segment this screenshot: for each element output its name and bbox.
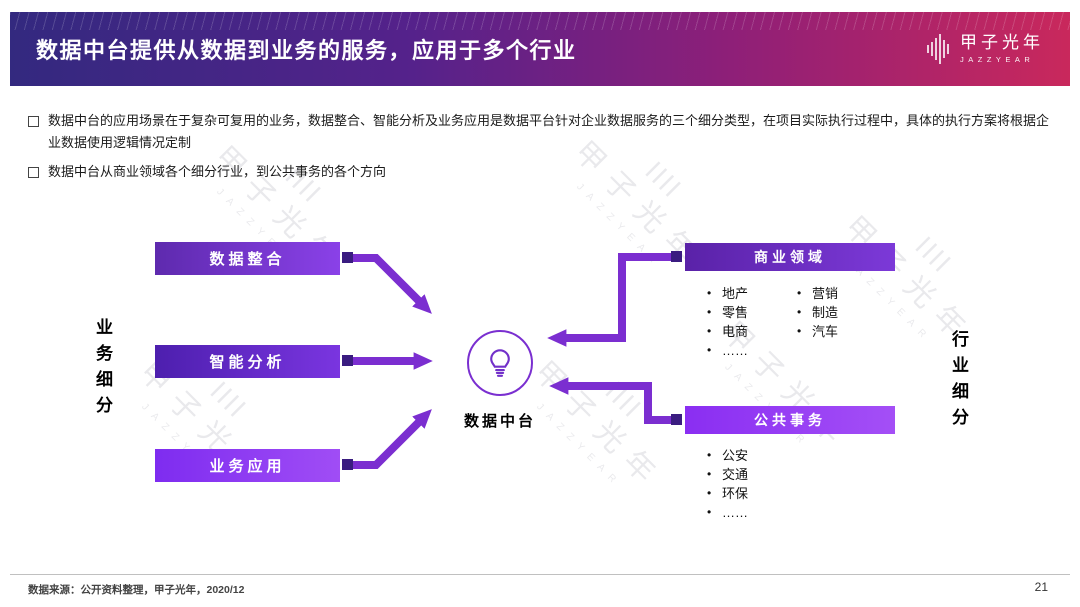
list-item: 营销 <box>795 286 838 301</box>
list-item: 交通 <box>705 467 748 482</box>
logo-subname: JAZZYEAR <box>960 55 1035 65</box>
public-affairs-list: 公安 交通 环保 …… <box>705 448 748 524</box>
box-data-integration: 数据整合 <box>155 242 340 275</box>
list-item: 制造 <box>795 305 838 320</box>
logo-text: 甲子光年 JAZZYEAR <box>960 32 1044 65</box>
page-title: 数据中台提供从数据到业务的服务，应用于多个行业 <box>36 38 577 63</box>
data-middle-platform-hub <box>467 330 533 396</box>
page-number: 21 <box>1034 580 1048 594</box>
square-bullet-icon <box>28 116 39 127</box>
intro-bullet-2: 数据中台从商业领域各个细分行业，到公共事务的各个方向 <box>28 161 1052 183</box>
header-hatch-decoration <box>10 12 1070 30</box>
lightbulb-icon <box>490 349 510 377</box>
list-item: 汽车 <box>795 324 838 339</box>
list-item: 公安 <box>705 448 748 463</box>
intro-bullet-1: 数据中台的应用场景在于复杂可复用的业务，数据整合、智能分析及业务应用是数据平台针… <box>28 110 1052 154</box>
brand-logo: 甲子光年 JAZZYEAR <box>925 32 1044 66</box>
watermark: |||| 甲子光年 JAZZYEAR <box>837 210 980 353</box>
arrow-public-to-hub <box>549 377 678 424</box>
list-item: …… <box>705 343 748 358</box>
left-axis-label: 业务细分 <box>93 318 112 422</box>
connector-node <box>671 414 682 425</box>
list-item: …… <box>705 505 748 520</box>
box-intelligent-analysis: 智能分析 <box>155 345 340 378</box>
footer-divider <box>10 574 1070 575</box>
box-public-affairs: 公共事务 <box>685 406 895 434</box>
box-commercial-domain: 商业领域 <box>685 243 895 271</box>
intro-bullet-2-text: 数据中台从商业领域各个细分行业，到公共事务的各个方向 <box>48 164 387 180</box>
intro-section: 数据中台的应用场景在于复杂可复用的业务，数据整合、智能分析及业务应用是数据平台针… <box>28 110 1052 190</box>
intro-bullet-1-text: 数据中台的应用场景在于复杂可复用的业务，数据整合、智能分析及业务应用是数据平台针… <box>48 113 1050 151</box>
square-bullet-icon <box>28 167 39 179</box>
list-item: 零售 <box>705 305 748 320</box>
logo-name: 甲子光年 <box>960 32 1044 52</box>
commercial-list-col1: 地产 零售 电商 …… <box>705 286 748 362</box>
data-source-note: 数据来源：公开资料整理，甲子光年，2020/12 <box>28 584 245 596</box>
arrow-business-application-to-hub <box>352 409 432 469</box>
connector-node <box>342 355 353 366</box>
connector-node <box>342 252 353 263</box>
box-business-application: 业务应用 <box>155 449 340 482</box>
list-item: 地产 <box>705 286 748 301</box>
arrow-commercial-to-hub <box>547 253 678 347</box>
right-axis-label: 行业细分 <box>949 330 968 434</box>
header-bar: 数据中台提供从数据到业务的服务，应用于多个行业 甲子光年 JAZZYEAR <box>10 12 1070 86</box>
list-item: 环保 <box>705 486 748 501</box>
hub-label: 数据中台 <box>463 413 536 430</box>
connector-node <box>342 459 353 470</box>
list-item: 电商 <box>705 324 748 339</box>
commercial-list-col2: 营销 制造 汽车 <box>795 286 838 343</box>
arrow-data-integration-to-hub <box>352 254 432 314</box>
logo-bars-icon <box>927 34 949 64</box>
connector-node <box>671 251 682 262</box>
